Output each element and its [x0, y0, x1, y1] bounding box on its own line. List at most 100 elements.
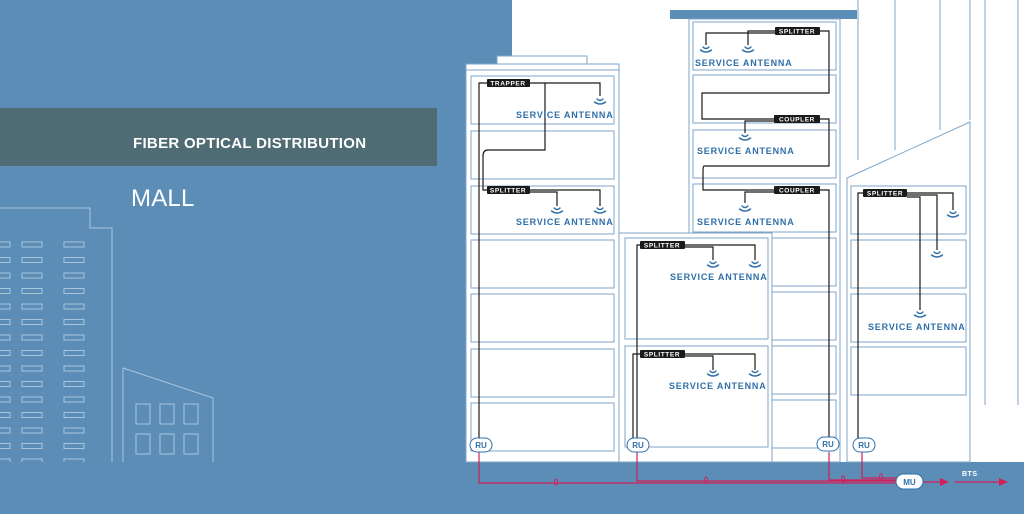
mu-label: MU [903, 478, 916, 487]
ru-label: RU [822, 440, 834, 449]
ru-node [852, 437, 876, 453]
window [0, 319, 11, 325]
window [21, 443, 43, 449]
building-d-floors [850, 185, 967, 396]
ru-label: RU [632, 441, 644, 450]
antenna-icon [913, 311, 927, 318]
coupler-label: COUPLER [779, 117, 815, 124]
window [0, 381, 11, 387]
bts-label: BTS [962, 471, 978, 478]
window [63, 319, 85, 325]
background-buildings-right [857, 0, 1019, 405]
coupler-label: COUPLER [779, 188, 815, 195]
antenna-icon [699, 46, 713, 53]
window [63, 443, 85, 449]
window [21, 319, 43, 325]
ru-node [626, 437, 650, 453]
service-antenna-label: SERVICE ANTENNA [697, 146, 795, 156]
ground-strip [0, 462, 1024, 514]
window [63, 381, 85, 387]
floor [470, 130, 615, 180]
splitter-label: SPLITTER [490, 188, 526, 195]
window [63, 350, 85, 356]
antenna-icon [738, 134, 752, 141]
floor [850, 346, 967, 396]
floor [470, 293, 615, 343]
window [183, 433, 199, 455]
window [135, 433, 151, 455]
splitter-label: SPLITTER [644, 243, 680, 250]
window [63, 303, 85, 310]
splitter-label: SPLITTER [867, 191, 903, 198]
window [21, 272, 43, 279]
antenna-icon [930, 251, 944, 258]
antenna-icon [738, 205, 752, 212]
antenna-icons [550, 46, 960, 377]
arrow-right-icon [999, 478, 1008, 486]
window [21, 365, 43, 372]
window [0, 365, 11, 372]
antenna-icon [741, 46, 755, 53]
splitter-label: SPLITTER [644, 352, 680, 359]
window [21, 241, 43, 248]
window [63, 427, 85, 434]
floor [850, 293, 967, 343]
background-building-left [0, 207, 214, 514]
window [63, 365, 85, 372]
service-antenna-label: SERVICE ANTENNA [695, 58, 793, 68]
title-banner [0, 108, 437, 166]
window [0, 427, 11, 434]
window [0, 412, 11, 418]
window [21, 303, 43, 310]
window [0, 241, 11, 248]
antenna-icon [593, 98, 607, 105]
coax-cables [478, 30, 954, 438]
window [0, 303, 11, 310]
service-antenna-label: SERVICE ANTENNA [516, 110, 614, 120]
service-antenna-label: SERVICE ANTENNA [868, 322, 966, 332]
window [21, 381, 43, 387]
component-tags [487, 27, 907, 358]
component-tag-labels: TRAPPER SPLITTER SPLITTER COUPLER COUPLE… [490, 29, 903, 359]
window [21, 350, 43, 356]
window [21, 427, 43, 434]
antenna-icon [946, 211, 960, 218]
window [0, 257, 11, 263]
floor [470, 239, 615, 289]
coupler-tag [774, 186, 820, 194]
ru-node [469, 437, 493, 453]
building-c-floors [624, 237, 769, 448]
service-antenna-label: SERVICE ANTENNA [516, 217, 614, 227]
splitter-tag [775, 27, 820, 35]
antenna-icon [706, 261, 720, 268]
antenna-icon [550, 207, 564, 214]
ru-label: RU [475, 441, 487, 450]
splitter-tag [487, 186, 530, 194]
trapper-tag [487, 79, 530, 87]
fiber-markers [554, 473, 883, 486]
window [63, 396, 85, 403]
window [159, 433, 175, 455]
ru-labels: RU RU RU RU [475, 440, 870, 450]
arrow-to-bts-icon [940, 478, 949, 486]
floor [692, 129, 837, 179]
window [63, 334, 85, 341]
coupler-tag [774, 115, 820, 123]
trapper-label: TRAPPER [490, 81, 525, 88]
service-antenna-label: SERVICE ANTENNA [697, 217, 795, 227]
page-subtitle: MALL [131, 185, 195, 212]
window [21, 334, 43, 341]
window [183, 403, 199, 425]
window [135, 403, 151, 425]
page-title: FIBER OPTICAL DISTRIBUTION [133, 135, 367, 152]
floor [850, 239, 967, 289]
antenna-icon [748, 370, 762, 377]
splitter-label: SPLITTER [779, 29, 815, 36]
antenna-icon [706, 370, 720, 377]
ru-label: RU [858, 441, 870, 450]
window [0, 396, 11, 403]
window [0, 288, 11, 294]
window [21, 288, 43, 294]
splitter-tag [640, 350, 685, 358]
